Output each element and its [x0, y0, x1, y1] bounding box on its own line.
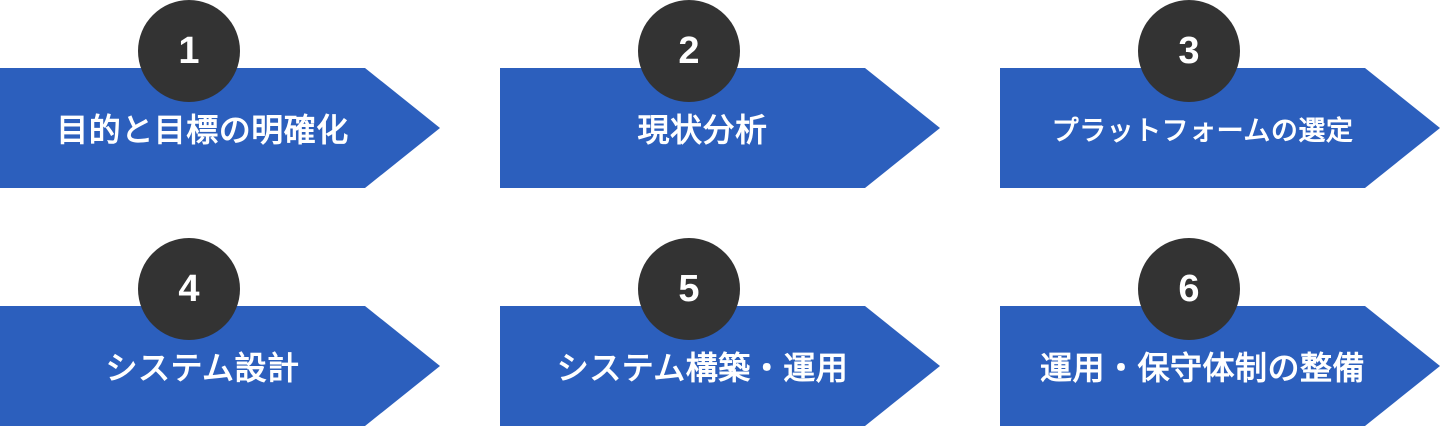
step-label: 運用・保守体制の整備: [1039, 349, 1365, 387]
step-number-badge: 5: [638, 238, 740, 340]
step-number-badge: 2: [638, 0, 740, 102]
step-label: 目的と目標の明確化: [56, 111, 349, 149]
step-3: プラットフォームの選定 3: [1000, 0, 1440, 188]
step-label: システム構築・運用: [556, 349, 849, 387]
step-5: システム構築・運用 5: [500, 238, 940, 426]
step-label: 現状分析: [637, 111, 768, 149]
step-1: 目的と目標の明確化 1: [0, 0, 440, 188]
step-2: 現状分析 2: [500, 0, 940, 188]
step-number-badge: 3: [1138, 0, 1240, 102]
step-number-badge: 6: [1138, 238, 1240, 340]
step-number-badge: 1: [138, 0, 240, 102]
step-label: プラットフォームの選定: [1051, 115, 1354, 147]
step-6: 運用・保守体制の整備 6: [1000, 238, 1440, 426]
step-number-badge: 4: [138, 238, 240, 340]
step-4: システム設計 4: [0, 238, 440, 426]
step-label: システム設計: [105, 349, 300, 387]
